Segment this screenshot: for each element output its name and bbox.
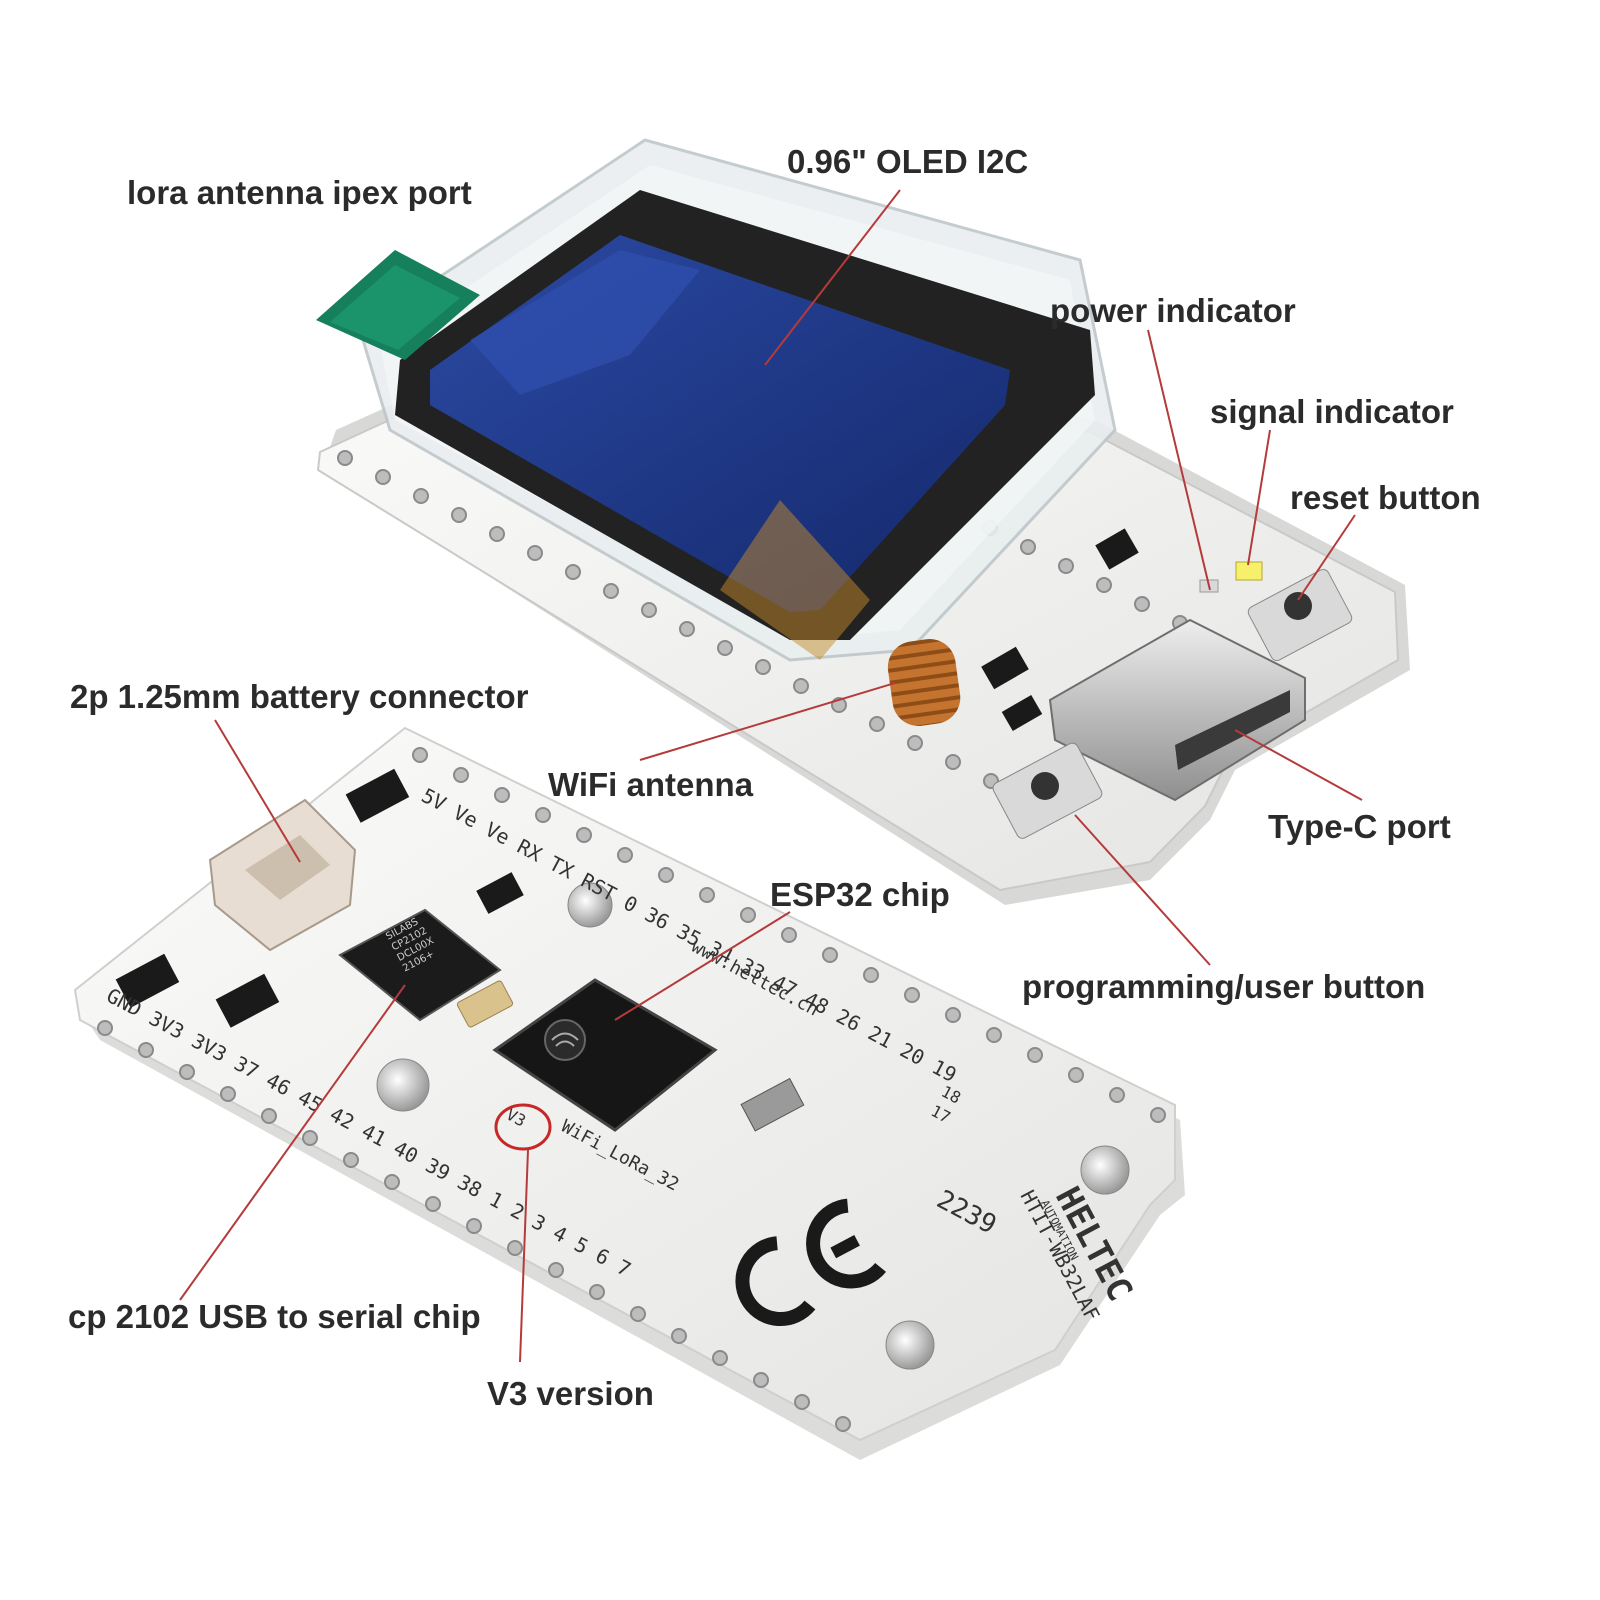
callout-reset-button: reset button: [1290, 479, 1481, 516]
bottom-board-lower-hole: [466, 1218, 482, 1234]
top-board-upper-hole: [1058, 558, 1074, 574]
top-board-lower-hole: [489, 526, 505, 542]
bottom-board-upper-hole: [412, 747, 428, 763]
top-board-lower-hole: [451, 507, 467, 523]
top-board-lower-hole: [907, 735, 923, 751]
screw-1: [567, 882, 613, 928]
bottom-board-upper-hole: [535, 807, 551, 823]
bottom-board-upper-hole: [1109, 1087, 1125, 1103]
bottom-board-upper-hole: [781, 927, 797, 943]
wifi-antenna-coil: [887, 639, 961, 726]
top-board-lower-hole: [679, 621, 695, 637]
callout-programming-button: programming/user button: [1022, 968, 1426, 1005]
type-c-port: [1048, 618, 1306, 802]
bottom-board-lower-hole: [220, 1086, 236, 1102]
screw-3: [1080, 1145, 1130, 1195]
bottom-board-lower-hole: [302, 1130, 318, 1146]
bottom-board-lower-hole: [507, 1240, 523, 1256]
top-board-upper-hole: [1096, 577, 1112, 593]
header-holes-bottom-board: [97, 747, 1166, 1432]
bottom-board-lower-hole: [179, 1064, 195, 1080]
bottom-board-upper-hole: [576, 827, 592, 843]
bottom-board-lower-hole: [589, 1284, 605, 1300]
top-board-lower-hole: [603, 583, 619, 599]
ce-mark-icon: [735, 1198, 887, 1327]
callout-type-c-port: Type-C port: [1268, 808, 1451, 845]
callout-lora-antenna-port: lora antenna ipex port: [127, 174, 472, 211]
callout-oled: 0.96" OLED I2C: [787, 143, 1029, 180]
top-board-lower-hole: [755, 659, 771, 675]
bottom-board-upper-hole: [945, 1007, 961, 1023]
bottom-board-upper-hole: [1027, 1047, 1043, 1063]
bottom-board-lower-hole: [630, 1306, 646, 1322]
bottom-board-lower-hole: [671, 1328, 687, 1344]
callout-battery-connector: 2p 1.25mm battery connector: [70, 678, 529, 715]
screw-2: [376, 1058, 430, 1112]
bottom-board-upper-hole: [740, 907, 756, 923]
top-board: [316, 138, 1410, 905]
program-button: [992, 742, 1103, 839]
leader-lines: [179, 189, 1363, 1363]
bottom-board-upper-hole: [904, 987, 920, 1003]
v3-highlight-circle: [494, 1103, 552, 1151]
bottom-board-lower-hole: [343, 1152, 359, 1168]
bottom-board-lower-hole: [97, 1020, 113, 1036]
bottom-board-lower-hole: [753, 1372, 769, 1388]
top-board-lower-hole: [565, 564, 581, 580]
bottom-board-upper-hole: [453, 767, 469, 783]
top-board-lower-hole: [717, 640, 733, 656]
callout-wifi-antenna: WiFi antenna: [548, 766, 754, 803]
bottom-board-lower-hole: [261, 1108, 277, 1124]
callout-signal-indicator: signal indicator: [1210, 393, 1454, 430]
bottom-board-lower-hole: [794, 1394, 810, 1410]
battery-connector: [208, 798, 357, 952]
bottom-board-upper-hole: [658, 867, 674, 883]
top-board-lower-hole: [869, 716, 885, 732]
reset-button: [1247, 568, 1353, 662]
top-board-lower-hole: [945, 754, 961, 770]
bottom-board-upper-hole: [699, 887, 715, 903]
bottom-board-upper-hole: [494, 787, 510, 803]
callout-usb-serial-chip: cp 2102 USB to serial chip: [68, 1298, 481, 1335]
espressif-logo-icon: [544, 1019, 586, 1061]
screw-4: [885, 1320, 935, 1370]
bottom-board-upper-hole: [1068, 1067, 1084, 1083]
bottom-board-lower-hole: [138, 1042, 154, 1058]
bottom-board-upper-hole: [863, 967, 879, 983]
callout-power-indicator: power indicator: [1050, 292, 1296, 329]
bottom-board-lower-hole: [384, 1174, 400, 1190]
bottom-board-upper-hole: [822, 947, 838, 963]
callout-v3-version: V3 version: [487, 1375, 654, 1412]
top-board-lower-hole: [793, 678, 809, 694]
callout-esp32-chip: ESP32 chip: [770, 876, 950, 913]
top-board-lower-hole: [413, 488, 429, 504]
bottom-board-lower-hole: [548, 1262, 564, 1278]
bottom-board-upper-hole: [617, 847, 633, 863]
top-board-upper-hole: [1134, 596, 1150, 612]
bottom-board-lower-hole: [425, 1196, 441, 1212]
top-board-lower-hole: [375, 469, 391, 485]
bottom-board-upper-hole: [1150, 1107, 1166, 1123]
bottom-board-lower-hole: [835, 1416, 851, 1432]
bottom-board-lower-hole: [712, 1350, 728, 1366]
top-board-lower-hole: [527, 545, 543, 561]
bottom-board-upper-hole: [986, 1027, 1002, 1043]
esp32-chip: [492, 978, 718, 1132]
top-board-upper-hole: [1020, 539, 1036, 555]
cp2102-chip: SILABS CP2102 DCL00X 2106+: [338, 908, 502, 1022]
top-board-lower-hole: [641, 602, 657, 618]
top-board-lower-hole: [337, 450, 353, 466]
